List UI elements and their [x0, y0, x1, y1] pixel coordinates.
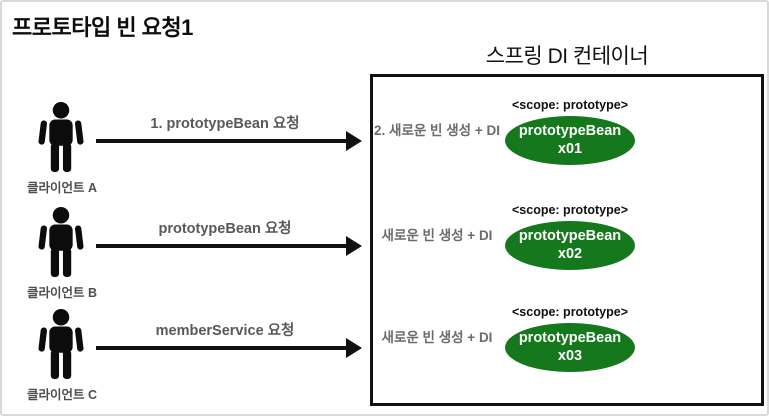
request-row: 클라이언트 C memberService 요청 새로운 빈 생성 + DI <…: [2, 304, 767, 409]
scope-label: <scope: prototype>: [512, 98, 628, 112]
di-container-title: 스프링 DI 컨테이너: [485, 45, 649, 68]
bean-name: prototypeBean: [518, 330, 622, 347]
bean-instance: x03: [557, 347, 583, 364]
bean-instance: x01: [557, 140, 583, 157]
bean-creation-label: 새로운 빈 생성 + DI: [381, 228, 493, 243]
bean-ellipse: prototypeBean x02: [505, 221, 635, 270]
request-arrow-label: 1. prototypeBean 요청: [150, 116, 300, 132]
bean-creation-label: 새로운 빈 생성 + DI: [381, 330, 493, 345]
bean-name: prototypeBean: [518, 123, 622, 140]
person-icon: [38, 102, 84, 172]
request-arrow-line: [96, 139, 348, 143]
request-arrow-head-icon: [346, 337, 362, 358]
request-arrow-line: [96, 244, 348, 248]
bean-ellipse: prototypeBean x03: [505, 323, 635, 372]
request-arrow-label: prototypeBean 요청: [158, 221, 292, 237]
request-row: 클라이언트 A 1. prototypeBean 요청 2. 새로운 빈 생성 …: [2, 97, 767, 202]
bean-ellipse: prototypeBean x01: [505, 116, 635, 165]
request-arrow-head-icon: [346, 235, 362, 256]
person-icon: [38, 207, 84, 277]
bean-name: prototypeBean: [518, 228, 622, 245]
request-arrow-line: [96, 346, 348, 350]
scope-label: <scope: prototype>: [512, 203, 628, 217]
request-arrow-label: memberService 요청: [155, 323, 295, 339]
di-container-box: [370, 74, 764, 406]
client-label: 클라이언트 B: [26, 286, 97, 300]
person-icon: [38, 309, 84, 379]
client-label: 클라이언트 C: [26, 388, 97, 402]
scope-label: <scope: prototype>: [512, 305, 628, 319]
request-row: 클라이언트 B prototypeBean 요청 새로운 빈 생성 + DI <…: [2, 202, 767, 307]
client-label: 클라이언트 A: [26, 181, 97, 195]
page-title: 프로토타입 빈 요청1: [12, 15, 193, 40]
bean-instance: x02: [557, 245, 583, 262]
request-arrow-head-icon: [346, 130, 362, 151]
bean-creation-label: 2. 새로운 빈 생성 + DI: [374, 123, 500, 138]
